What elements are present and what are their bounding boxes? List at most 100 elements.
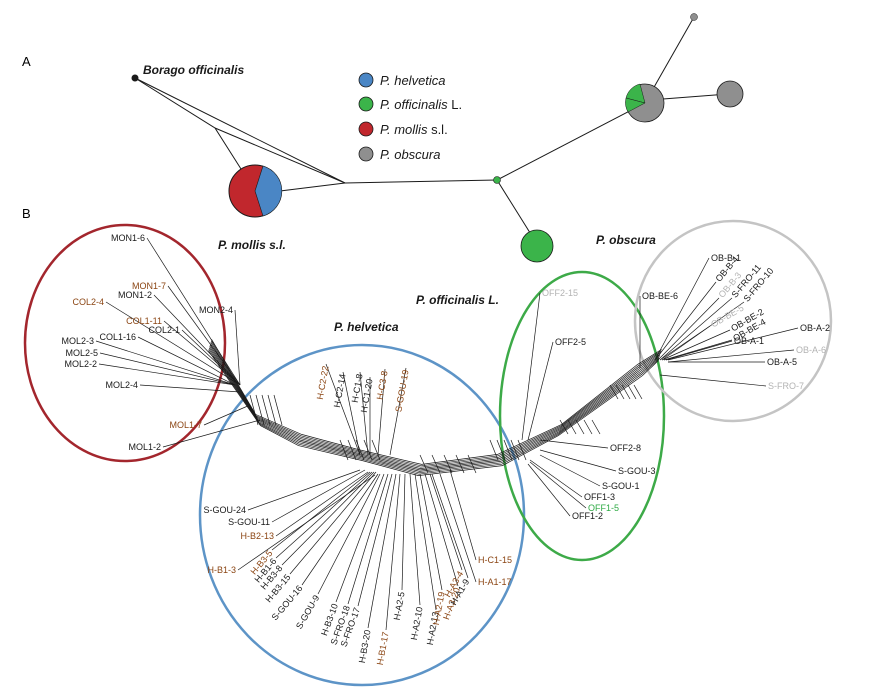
taxon-label: H-B2-13 xyxy=(240,531,274,541)
taxon-label: OFF1-2 xyxy=(572,511,603,521)
branch-mol2-5 xyxy=(99,352,236,386)
taxon-label: OFF1-3 xyxy=(584,492,615,502)
ellipse-obscura xyxy=(633,219,833,423)
taxon-label: MON1-2 xyxy=(118,290,152,300)
pie-mollis-helvetica xyxy=(228,164,283,218)
branch-h-b3-5 xyxy=(271,471,371,551)
backbone-strand xyxy=(209,344,661,471)
reticulation-line xyxy=(261,394,271,426)
reticulation-line xyxy=(339,439,349,461)
reticulation-line xyxy=(489,439,499,461)
reticulation-line xyxy=(591,419,601,435)
taxon-label: H-A1-17 xyxy=(478,577,512,587)
reticulation-line xyxy=(510,439,520,461)
taxon-label: S-GOU-9 xyxy=(294,593,321,630)
taxon-label: S-GOU-19 xyxy=(393,369,410,413)
taxon-label: MOL1-2 xyxy=(128,442,161,452)
branch-ob-be-2 xyxy=(661,329,731,361)
taxon-label: H-B1-17 xyxy=(375,631,391,666)
backbone-strand xyxy=(208,347,660,474)
taxon-label: OB-A-1 xyxy=(734,336,764,346)
branch-ob-b-3 xyxy=(657,297,720,361)
legend: P. helvetica P. officinalis L. P. mollis… xyxy=(358,72,462,162)
backbone-strand xyxy=(210,342,661,468)
backbone-strand xyxy=(208,350,659,476)
reticulation-line xyxy=(609,384,619,400)
branch-h-a2-19 xyxy=(419,473,443,591)
taxon-label: S-GOU-1 xyxy=(602,481,640,491)
backbone-strand xyxy=(210,343,661,469)
branch-h-a2-13 xyxy=(414,473,437,611)
taxon-label: MOL2-3 xyxy=(61,336,94,346)
branch-mol1-2 xyxy=(162,419,261,448)
branch-s-fro-11 xyxy=(659,297,733,361)
ellipse-helvetica xyxy=(198,343,526,687)
reticulation-line xyxy=(627,384,637,400)
taxon-label: H-A2-10 xyxy=(409,606,425,641)
branch-ob-be-4 xyxy=(663,339,733,361)
branch-ob-a-6 xyxy=(667,349,795,363)
branch-h-a2-10 xyxy=(409,473,421,606)
group-title-officinalis: P. officinalis L. xyxy=(416,293,499,307)
reticulation-line xyxy=(575,419,585,435)
reticulation-line xyxy=(419,454,429,474)
backbone-strand xyxy=(210,340,662,467)
svg-text:P. mollis s.l.: P. mollis s.l. xyxy=(380,122,448,137)
taxon-label: MOL2-4 xyxy=(105,380,138,390)
branch-ob-b-1 xyxy=(654,257,710,361)
branch-ob-be-5 xyxy=(659,325,711,361)
reticulation-line xyxy=(467,454,477,474)
panel-b-label: B xyxy=(22,206,31,221)
branch-h-b1-3 xyxy=(237,474,376,571)
branch-h-b3-20 xyxy=(367,473,397,629)
taxon-label: H-C2-22 xyxy=(315,365,331,400)
reticulation-line xyxy=(633,384,643,400)
branch-h-a3-20 xyxy=(424,473,459,587)
taxon-label: MON2-4 xyxy=(199,305,233,315)
reticulation-line xyxy=(347,439,357,461)
branch-col2-4 xyxy=(105,301,241,386)
branch-mon2-4 xyxy=(234,309,241,386)
taxon-label: S-FRO-7 xyxy=(768,381,804,391)
svg-text:P. officinalis L.: P. officinalis L. xyxy=(380,97,462,112)
taxon-label: H-C3-8 xyxy=(375,370,390,400)
taxon-label: S-GOU-11 xyxy=(228,517,270,527)
taxon-label: OB-BE-6 xyxy=(642,291,678,301)
branch-mol1-7 xyxy=(203,404,251,426)
reticulation-line xyxy=(267,394,277,426)
reticulation-line xyxy=(455,454,465,474)
taxon-label: H-C1-8 xyxy=(350,373,365,403)
taxon-label: H-A2-5 xyxy=(392,591,407,621)
ellipse-officinalis xyxy=(498,270,666,562)
reticulation-line xyxy=(249,394,259,426)
branch-h-a1-9 xyxy=(431,473,469,579)
splits-network xyxy=(208,339,662,476)
reticulation-line xyxy=(621,384,631,400)
branch-h-c1-15 xyxy=(449,469,477,561)
branch-mol2-4 xyxy=(139,384,241,393)
reticulation-line xyxy=(255,394,265,426)
reticulation-line xyxy=(371,439,381,461)
branch-off2-8 xyxy=(539,439,609,449)
branch-ob-b-4 xyxy=(654,281,717,361)
branch-off2-15 xyxy=(521,292,541,441)
taxon-label: COL1-16 xyxy=(99,332,136,342)
reticulation-line xyxy=(517,439,527,461)
branch-mon1-2 xyxy=(153,294,241,386)
branch-mol2-2 xyxy=(98,363,236,386)
branch-ob-a-1 xyxy=(665,340,733,361)
branch-h-a3-4 xyxy=(429,473,463,571)
reticulation-line xyxy=(583,419,593,435)
taxon-label: MOL2-2 xyxy=(64,359,97,369)
branch-mol2-3 xyxy=(95,340,236,386)
ellipse-mollis xyxy=(23,223,227,463)
taxon-label: OB-A-5 xyxy=(767,357,797,367)
reticulation-line xyxy=(273,394,283,426)
taxon-label: COL1-11 xyxy=(126,316,162,326)
branch-off1-2 xyxy=(527,463,571,517)
branch-h-c2-22 xyxy=(325,363,361,456)
branch-s-fro-18 xyxy=(347,473,389,605)
taxon-label: H-B1-3 xyxy=(207,565,236,575)
edge-outgroup-2 xyxy=(134,77,346,184)
taxon-label: OFF2-15 xyxy=(542,288,578,298)
